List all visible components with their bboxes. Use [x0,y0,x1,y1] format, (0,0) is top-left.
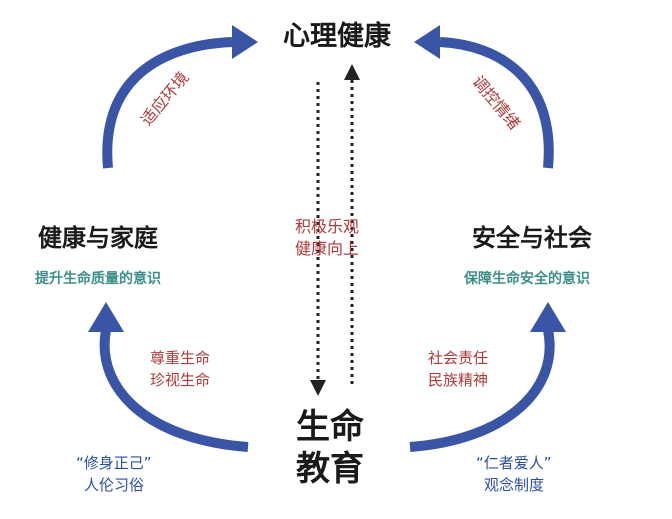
arc-top-right [439,37,554,169]
corner-bottom-left-line1: “修身正己” [76,454,152,472]
arrowhead-up [344,64,360,80]
node-top-title: 心理健康 [283,21,391,52]
arc-bottom-left [99,329,249,452]
label-bottom-right-line1: 社会责任 [428,349,489,367]
arrowhead-down [310,380,326,396]
arrowhead-bottom-right [530,302,566,332]
corner-bottom-left-line2: 人伦习俗 [84,476,145,494]
arrowhead-top-right [414,25,440,59]
node-left-subtitle: 提升生命质量的意识 [35,271,161,287]
label-bottom-left-line2: 珍视生命 [150,371,211,389]
node-bottom-line1: 生命 [296,407,364,447]
label-bottom-right-line2: 民族精神 [428,371,489,389]
arc-top-left [102,37,233,169]
arrowhead-top-left [232,25,258,59]
label-center-line2: 健康向上 [295,239,360,258]
label-bottom-left-line1: 尊重生命 [150,349,211,367]
node-right-subtitle: 保障生命安全的意识 [464,271,590,287]
node-bottom-line2: 教育 [296,449,364,489]
node-right-title: 安全与社会 [472,224,592,252]
arrowhead-bottom-left [88,302,124,332]
node-left-title: 健康与家庭 [38,224,158,252]
label-center-line1: 积极乐观 [295,217,360,236]
corner-bottom-right-line2: 观念制度 [484,476,545,494]
corner-bottom-right-line1: “仁者爱人” [476,454,552,472]
arc-bottom-right [409,329,555,452]
